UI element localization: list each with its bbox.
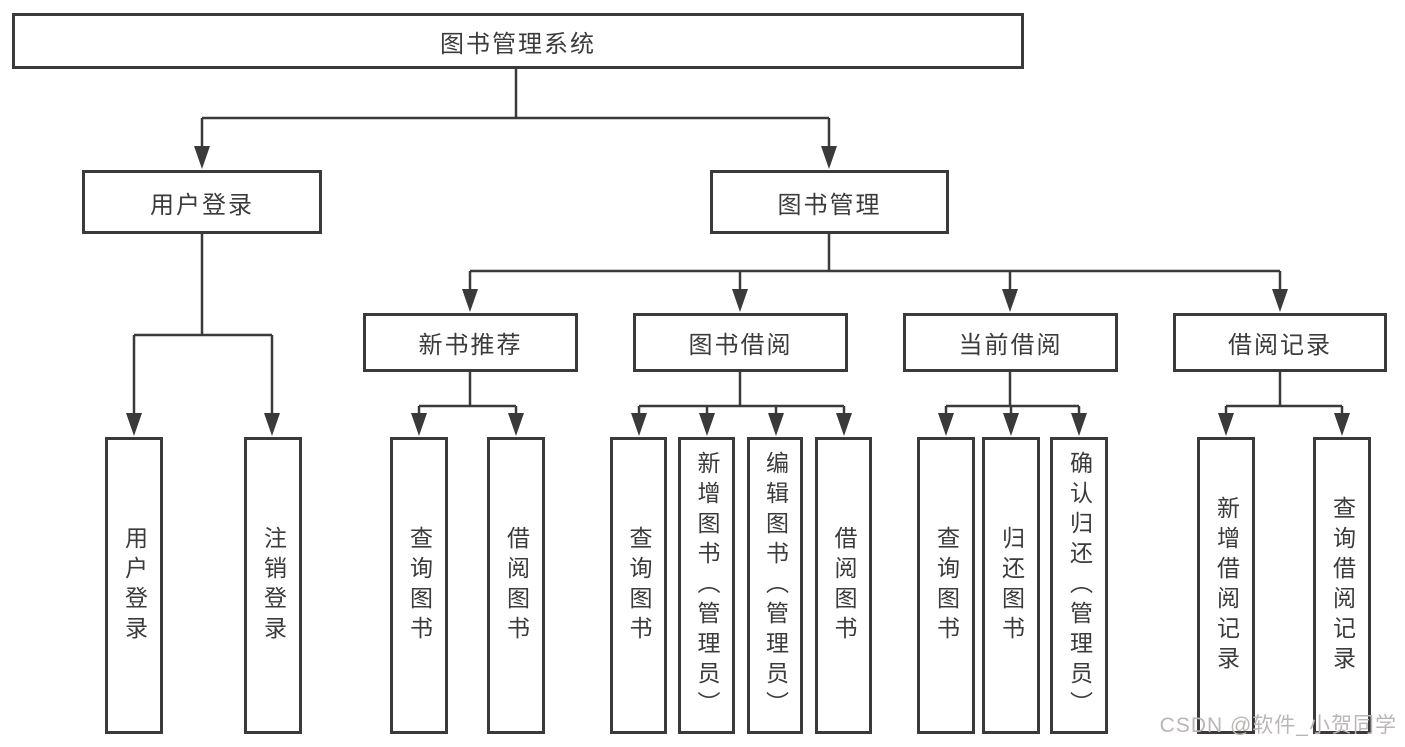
leaf-records-query-record: 查询借阅记录 xyxy=(1313,437,1371,734)
node-label: 图书借阅 xyxy=(688,332,793,359)
node-label: 查询借阅记录 xyxy=(1329,495,1356,676)
node-label: 借阅记录 xyxy=(1228,332,1332,359)
node-user-login: 用户登录 xyxy=(82,170,322,234)
node-label: 图书管理系统 xyxy=(440,30,596,58)
leaf-recommend-query-books: 查询图书 xyxy=(390,437,448,734)
node-book-management: 图书管理 xyxy=(710,170,949,234)
node-label: 图书管理 xyxy=(777,191,882,219)
leaf-current-return-books: 归还图书 xyxy=(982,437,1040,734)
leaf-user-login: 用户登录 xyxy=(105,437,163,734)
watermark: CSDN @软件_小贺同学 xyxy=(1159,714,1397,737)
leaf-borrow-edit-books-admin: 编辑图书（管理员） xyxy=(747,437,803,734)
node-label: 确认归还（管理员） xyxy=(1066,450,1093,721)
leaf-current-query-books: 查询图书 xyxy=(917,437,975,734)
node-new-book-recommend: 新书推荐 xyxy=(363,313,578,372)
node-library-system: 图书管理系统 xyxy=(12,13,1024,69)
node-label: 查询图书 xyxy=(626,525,652,646)
leaf-current-confirm-return-admin: 确认归还（管理员） xyxy=(1050,437,1108,734)
leaf-records-add-record: 新增借阅记录 xyxy=(1197,437,1255,734)
leaf-borrow-add-books-admin: 新增图书（管理员） xyxy=(678,437,735,734)
node-label: 新书推荐 xyxy=(418,332,523,359)
node-label: 借阅图书 xyxy=(831,525,857,646)
node-label: 查询图书 xyxy=(406,525,433,646)
node-label: 查询图书 xyxy=(933,525,960,646)
node-label: 用户登录 xyxy=(121,525,148,646)
node-label: 新增图书（管理员） xyxy=(694,450,720,721)
node-label: 借阅图书 xyxy=(503,525,530,646)
node-label: 注销登录 xyxy=(260,525,287,646)
node-borrow-records: 借阅记录 xyxy=(1173,313,1387,372)
leaf-borrow-query-books: 查询图书 xyxy=(610,437,667,734)
node-label: 当前借阅 xyxy=(958,332,1063,359)
node-label: 归还图书 xyxy=(998,525,1025,646)
node-label: 用户登录 xyxy=(150,191,254,219)
node-label: 编辑图书（管理员） xyxy=(762,450,789,721)
leaf-logout: 注销登录 xyxy=(244,437,302,734)
node-current-borrow: 当前借阅 xyxy=(903,313,1118,372)
leaf-borrow-borrow-books: 借阅图书 xyxy=(815,437,872,734)
node-book-borrow: 图书借阅 xyxy=(633,313,848,372)
leaf-recommend-borrow-books: 借阅图书 xyxy=(487,437,545,734)
node-label: 新增借阅记录 xyxy=(1213,495,1240,676)
